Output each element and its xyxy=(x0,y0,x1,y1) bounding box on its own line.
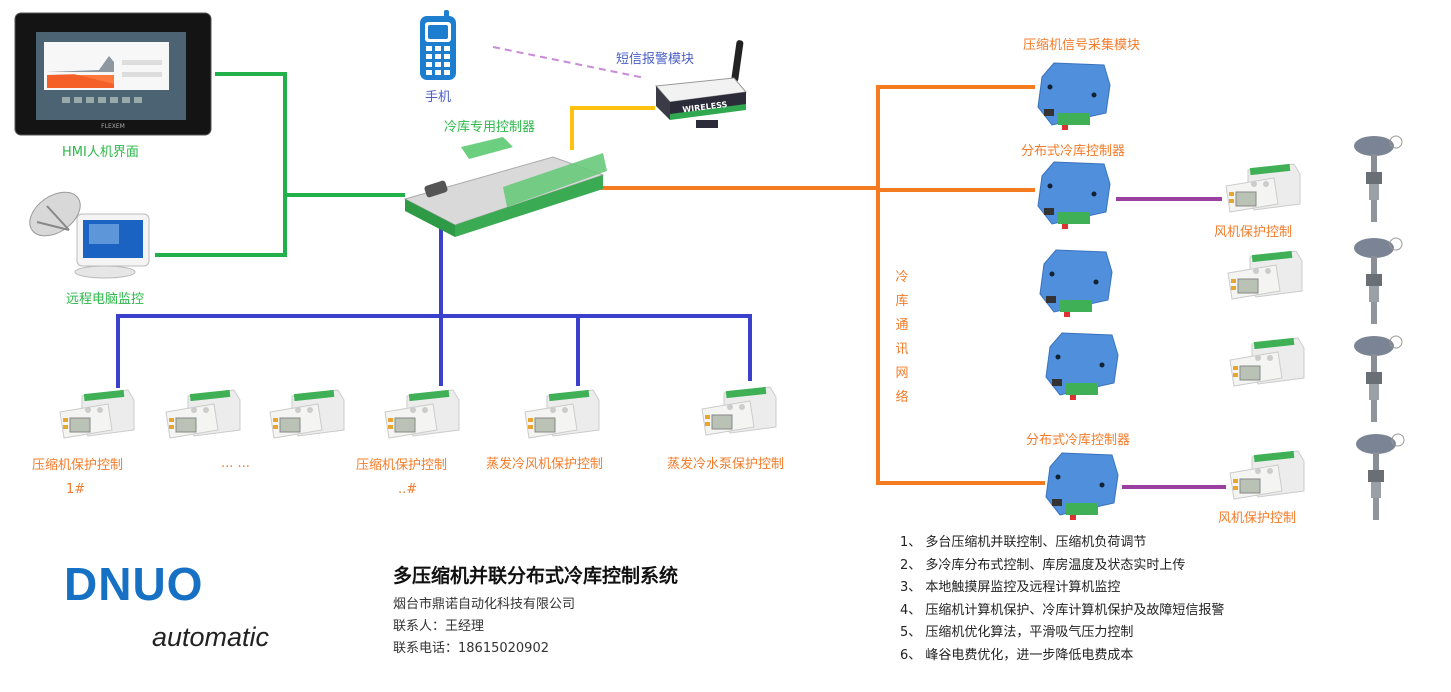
dist-controller-2-label: 分布式冷库控制器 xyxy=(1026,433,1131,448)
compressor-protect-n-label: 压缩机保护控制 xyxy=(356,458,448,473)
feature-item: 1、 多台压缩机并联控制、压缩机负荷调节 xyxy=(900,535,1147,550)
compressor-protection-relay-2 xyxy=(164,386,244,446)
fan-protection-relay-4 xyxy=(1228,447,1308,507)
evap-fan-protection-relay xyxy=(523,386,603,446)
contact-person: 联系人：王经理 xyxy=(393,619,485,634)
feature-item: 2、 多冷库分布式控制、库房温度及状态实时上传 xyxy=(900,557,1186,573)
fan-protection-relay-2 xyxy=(1226,247,1306,307)
distributed-controller-2 xyxy=(1038,244,1116,319)
wireless-link xyxy=(492,46,646,79)
brand-subtitle: automatic xyxy=(152,622,270,652)
network-char: 冷 xyxy=(895,270,909,285)
distributed-controller-4 xyxy=(1044,447,1122,522)
system-title: 多压缩机并联分布式冷库控制系统 xyxy=(393,565,679,587)
sms-module-label: 短信报警模块 xyxy=(616,52,695,67)
controller-label: 冷库专用控制器 xyxy=(444,120,536,135)
fan-protect-2-label: 风机保护控制 xyxy=(1218,511,1297,526)
feature-item: 3、 本地触摸屏监控及远程计算机监控 xyxy=(900,580,1121,595)
signal-module-label: 压缩机信号采集模块 xyxy=(1023,38,1141,53)
hmi-brand-text: FLEXEM xyxy=(101,123,125,130)
compressor-protect-n-number: ..# xyxy=(398,482,418,497)
network-char: 通 xyxy=(895,318,909,333)
compressor-protect-1-number: 1# xyxy=(66,482,86,497)
network-trunk-wire xyxy=(876,85,1045,485)
sms-alarm-module: WIRELESS xyxy=(652,40,752,130)
temperature-sensor-2 xyxy=(1350,234,1410,326)
brand-logo: DNUO xyxy=(64,558,204,610)
signal-acquisition-module xyxy=(1036,57,1114,132)
hmi-device: FLEXEM xyxy=(14,12,212,136)
fan-protection-relay-1 xyxy=(1224,160,1304,220)
evap-fan-protect-label: 蒸发冷风机保护控制 xyxy=(486,457,604,472)
network-char: 讯 xyxy=(895,342,909,357)
remote-pc-label: 远程电脑监控 xyxy=(66,292,145,307)
distributed-controller-1 xyxy=(1036,156,1114,231)
mobile-phone-icon xyxy=(418,10,458,82)
feature-item: 4、 压缩机计算机保护、冷库计算机保护及故障短信报警 xyxy=(900,602,1225,618)
temperature-sensor-1 xyxy=(1350,132,1410,224)
dist-controller-1-label: 分布式冷库控制器 xyxy=(1021,144,1126,159)
hmi-label: HMI人机界面 xyxy=(62,145,139,160)
pc-link-wire xyxy=(155,195,287,257)
bus-main-wire xyxy=(116,314,752,388)
sms-link-wire xyxy=(570,106,655,150)
contact-phone: 联系电话：18615020902 xyxy=(393,641,549,656)
hmi-link-wire xyxy=(215,72,405,197)
evap-pump-protection-relay xyxy=(700,383,780,443)
company-name: 烟台市鼎诺自动化科技有限公司 xyxy=(393,597,576,612)
cold-storage-controller xyxy=(403,137,608,242)
compressor-protection-relay-3 xyxy=(268,386,348,446)
phone-label: 手机 xyxy=(425,90,452,105)
remote-pc-icon xyxy=(25,184,155,279)
fan-protect-1-label: 风机保护控制 xyxy=(1214,225,1293,240)
temperature-sensor-4 xyxy=(1352,430,1412,522)
feature-item: 5、 压缩机优化算法，平滑吸气压力控制 xyxy=(900,625,1134,640)
temperature-sensor-3 xyxy=(1350,332,1410,424)
network-char: 库 xyxy=(895,294,909,309)
fan-protection-relay-3 xyxy=(1228,334,1308,394)
distributed-controller-3 xyxy=(1044,327,1122,402)
network-char: 络 xyxy=(895,390,909,405)
compressor-protection-relay-1 xyxy=(58,386,138,446)
evap-pump-protect-label: 蒸发冷水泵保护控制 xyxy=(667,457,785,472)
compressor-protection-relay-n xyxy=(383,386,463,446)
network-char: 网 xyxy=(895,366,909,381)
feature-list: 1、 多台压缩机并联控制、压缩机负荷调节 2、 多冷库分布式控制、库房温度及状态… xyxy=(900,532,1224,667)
ellipsis-label: ... ... xyxy=(221,456,250,471)
compressor-protect-1-label: 压缩机保护控制 xyxy=(32,458,124,473)
network-vertical-label: 冷 库 通 讯 网 络 xyxy=(894,266,910,410)
feature-item: 6、 峰谷电费优化，进一步降低电费成本 xyxy=(900,647,1134,663)
